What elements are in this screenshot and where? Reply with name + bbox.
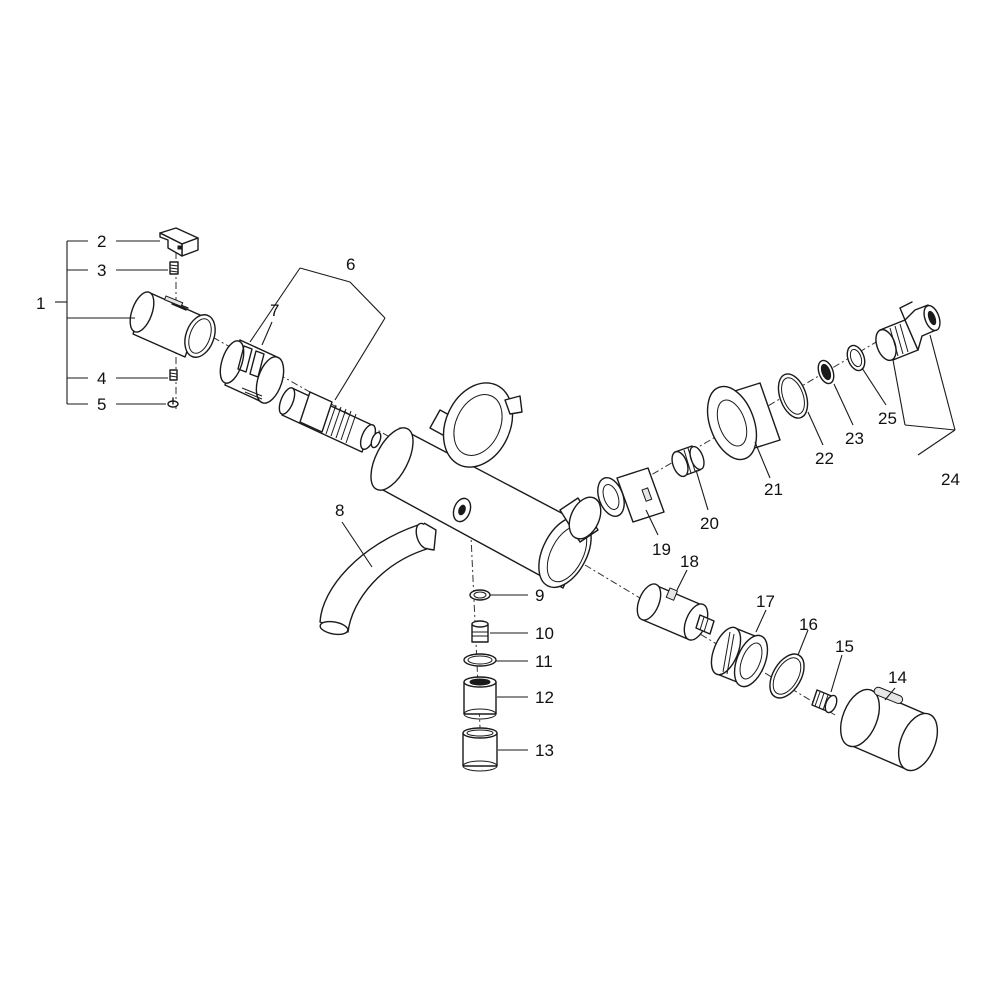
callout-19: 19 — [652, 540, 671, 559]
leader-lines — [55, 240, 956, 751]
part-22-o-ring — [777, 373, 809, 419]
callout-10: 10 — [535, 624, 554, 643]
mixer-body — [370, 382, 602, 589]
part-21-escutcheon — [706, 382, 781, 461]
callout-22: 22 — [815, 449, 834, 468]
part-25-washer — [846, 344, 866, 372]
part-17-threaded-ring — [710, 626, 769, 688]
callout-12: 12 — [535, 688, 554, 707]
callout-4: 4 — [97, 369, 106, 388]
callout-6: 6 — [346, 255, 355, 274]
callout-21: 21 — [764, 480, 783, 499]
callout-9: 9 — [535, 586, 544, 605]
part-18-flow-cartridge — [636, 583, 715, 641]
callout-labels: 1 2 3 4 5 6 7 8 9 10 11 12 13 14 15 16 1… — [36, 232, 960, 760]
callout-23: 23 — [845, 429, 864, 448]
callout-7: 7 — [270, 301, 279, 320]
part-12-aerator — [463, 676, 497, 720]
part-11-o-ring — [463, 653, 497, 667]
callout-16: 16 — [799, 615, 818, 634]
part-19-sleeve — [597, 467, 665, 523]
callout-25: 25 — [878, 409, 897, 428]
callout-8: 8 — [335, 501, 344, 520]
part-6-cartridge — [278, 387, 382, 453]
part-8-spout — [319, 522, 437, 636]
part-23-filter — [817, 359, 835, 385]
part-5-cover-pin — [167, 397, 179, 408]
callout-5: 5 — [97, 395, 106, 414]
callout-11: 11 — [535, 652, 553, 671]
part-20-check-valve — [671, 445, 705, 478]
callout-15: 15 — [835, 637, 854, 656]
callout-3: 3 — [97, 261, 106, 280]
part-3-set-screw — [169, 261, 179, 275]
part-14-flow-handle — [839, 686, 939, 772]
callout-20: 20 — [700, 514, 719, 533]
part-16-o-ring — [769, 653, 805, 699]
part-10-nipple — [471, 620, 489, 643]
part-7-adapter — [219, 339, 285, 404]
callout-24: 24 — [941, 470, 960, 489]
callout-17: 17 — [756, 592, 775, 611]
part-24-s-union — [875, 301, 941, 362]
callout-2: 2 — [97, 232, 106, 251]
handle-cap-sleeve — [129, 291, 216, 358]
part-4-screw — [169, 369, 178, 381]
part-13-aerator-housing — [462, 727, 498, 772]
callout-13: 13 — [535, 741, 554, 760]
callout-18: 18 — [680, 552, 699, 571]
part-9-o-ring — [469, 589, 491, 601]
callout-1: 1 — [36, 294, 45, 313]
part-2-lever — [159, 227, 199, 257]
part-15-spline-adapter — [811, 689, 838, 714]
callout-14: 14 — [888, 668, 907, 687]
